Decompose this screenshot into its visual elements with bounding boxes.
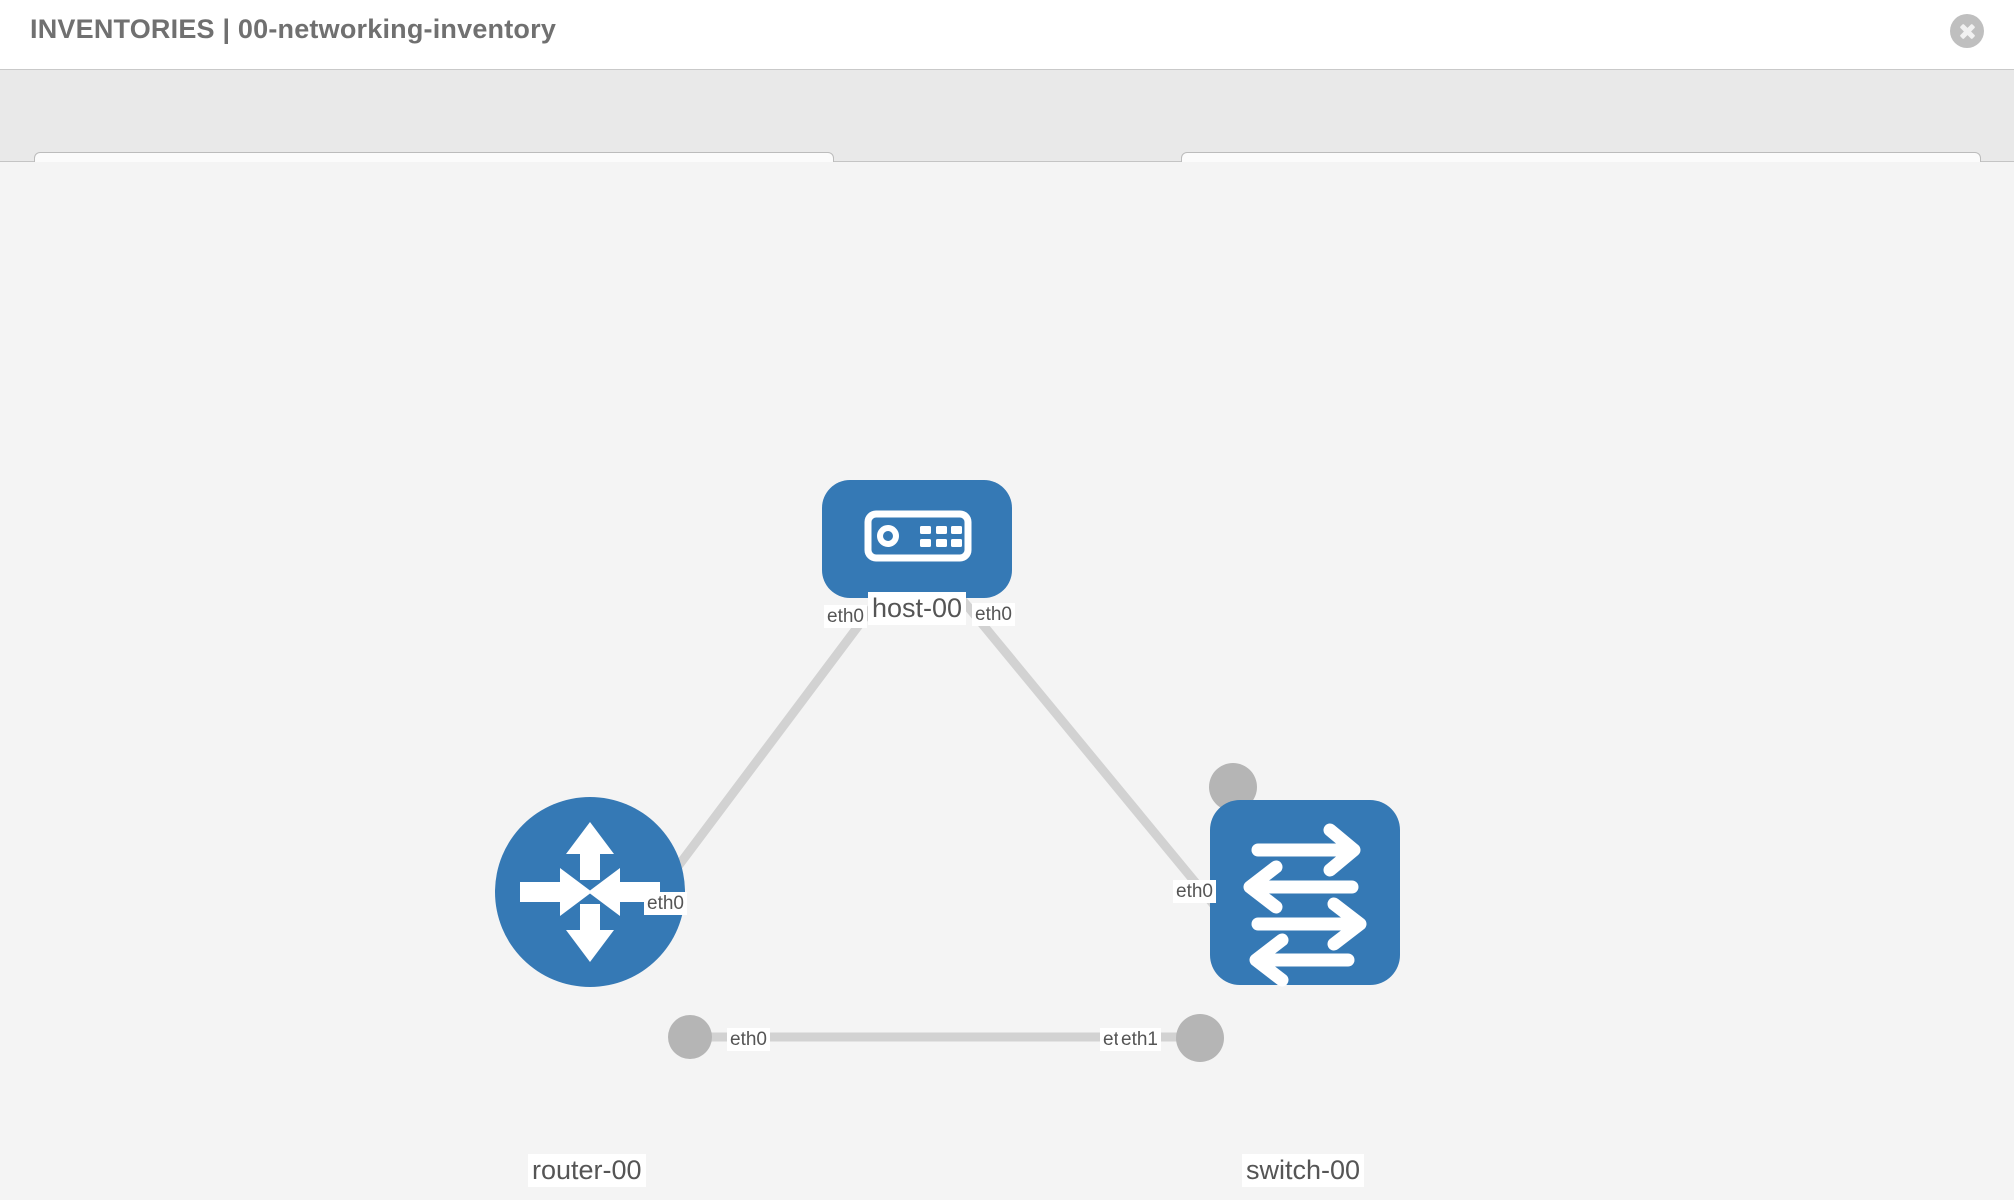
host-right-iface-label: eth0 xyxy=(972,603,1015,626)
topology-canvas[interactable]: eth0 eth0 eth0 eth0 eth0 eth eth1 host-0… xyxy=(0,162,2014,1200)
node-router-00[interactable] xyxy=(495,797,685,987)
node-label-switch-00: switch-00 xyxy=(1242,1154,1365,1187)
node-switch-00[interactable] xyxy=(1210,800,1400,987)
link-group xyxy=(636,594,1232,1042)
link-host-switch[interactable] xyxy=(956,594,1232,925)
toolbar: ACTIONS SEARCH xyxy=(0,70,2014,204)
switch-left-iface-label-b: eth1 xyxy=(1118,1028,1161,1051)
router-right-connector[interactable] xyxy=(668,1015,712,1059)
host-left-iface-label: eth0 xyxy=(824,605,867,628)
node-label-router-00: router-00 xyxy=(528,1154,646,1187)
topology-graph[interactable] xyxy=(0,162,2014,1200)
page-header: INVENTORIES | 00-networking-inventory xyxy=(0,0,2014,70)
page-title: INVENTORIES | 00-networking-inventory xyxy=(30,14,557,44)
router-right-iface-label: eth0 xyxy=(727,1028,770,1051)
switch-left-connector[interactable] xyxy=(1176,1014,1224,1062)
node-host-00[interactable] xyxy=(822,480,1012,598)
interface-connectors xyxy=(668,580,1257,1062)
node-label-host-00: host-00 xyxy=(868,592,967,625)
switch-top-connector[interactable] xyxy=(1209,763,1257,811)
switch-up-iface-label: eth0 xyxy=(1173,880,1216,903)
router-up-iface-label: eth0 xyxy=(644,892,687,915)
close-icon[interactable] xyxy=(1950,14,1984,48)
